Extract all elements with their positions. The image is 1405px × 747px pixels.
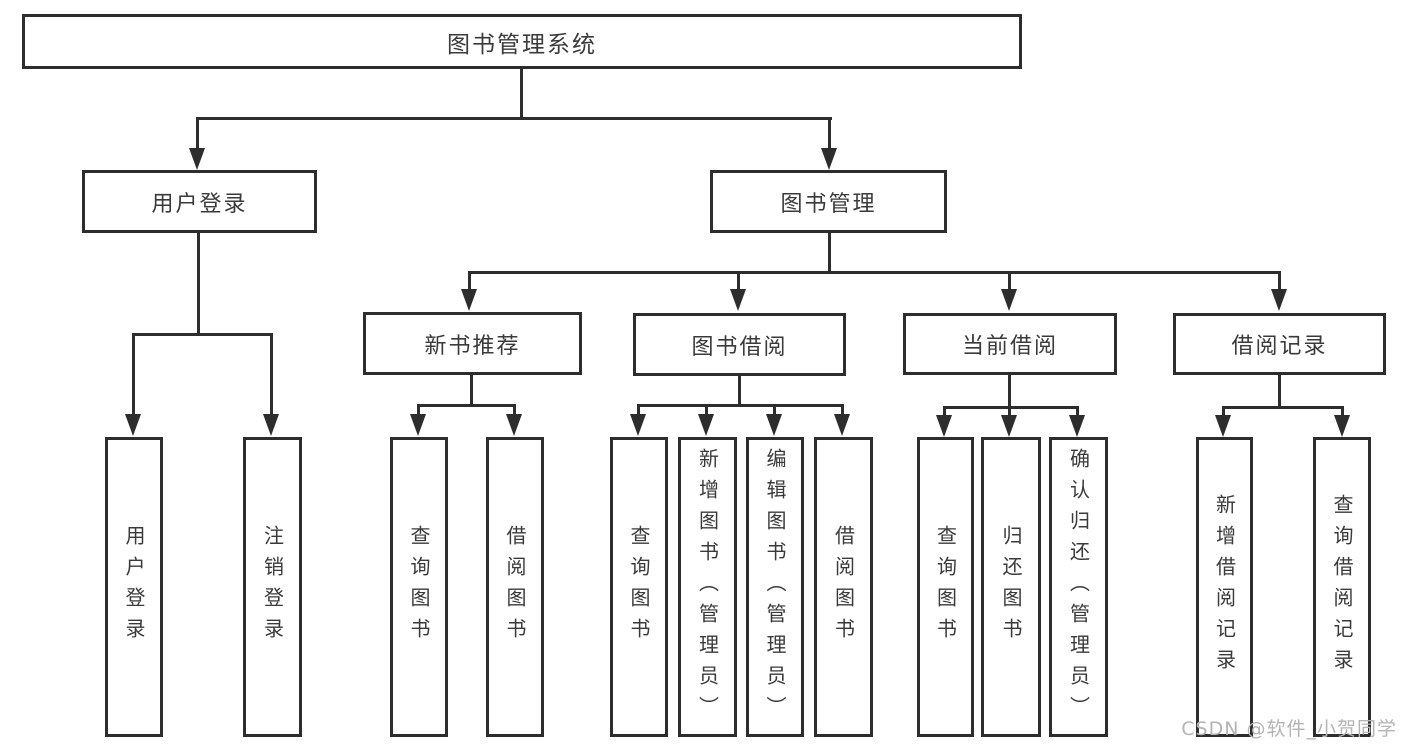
connector-to-user-login xyxy=(196,117,199,152)
connector-root-branch xyxy=(196,117,832,120)
leaf-label: 注销登录 xyxy=(260,525,285,649)
connector-new-book-rec-branch xyxy=(417,404,516,407)
node-root: 图书管理系统 xyxy=(22,14,1022,69)
node-leaf-query-book-1: 查询图书 xyxy=(390,437,448,737)
connector-new-book-rec-stem xyxy=(470,375,473,407)
connector-borrow-record-stem xyxy=(1278,375,1281,409)
csdn-watermark: CSDN @软件_小贺同学 xyxy=(1181,718,1397,740)
node-leaf-query-book-3: 查询图书 xyxy=(917,437,974,737)
arrow-down-icon xyxy=(410,414,426,436)
connector-book-mgmt-stem xyxy=(828,233,831,274)
leaf-label: 借阅图书 xyxy=(503,525,527,649)
leaf-label: 编辑图书（管理员） xyxy=(763,447,787,727)
node-leaf-borrow-book-2: 借阅图书 xyxy=(814,437,873,737)
connector-current-borrow-branch xyxy=(943,406,1079,409)
arrow-down-icon xyxy=(506,414,522,436)
connector-leaf xyxy=(773,404,776,418)
leaf-label: 查询借阅记录 xyxy=(1330,494,1354,680)
connector-to-new-book-rec xyxy=(468,271,471,291)
node-borrow-record-label: 借阅记录 xyxy=(1231,334,1328,359)
connector-user-login-branch xyxy=(132,333,273,336)
node-user-login: 用户登录 xyxy=(82,170,317,233)
arrow-down-icon xyxy=(766,414,782,436)
connector-leaf xyxy=(1341,406,1344,418)
connector-leaf xyxy=(943,406,946,418)
arrow-down-icon xyxy=(1271,289,1287,311)
node-book-mgmt-label: 图书管理 xyxy=(780,191,877,217)
arrow-down-icon xyxy=(730,289,746,311)
connector-leaf xyxy=(705,404,708,418)
arrow-down-icon xyxy=(630,414,646,436)
node-book-mgmt: 图书管理 xyxy=(710,170,947,233)
node-leaf-confirm-return: 确认归还（管理员） xyxy=(1049,437,1108,737)
arrow-down-icon xyxy=(263,414,279,436)
connector-leaf xyxy=(1222,406,1225,418)
arrow-down-icon xyxy=(125,414,141,436)
leaf-label: 借阅图书 xyxy=(831,525,856,649)
node-leaf-add-record: 新增借阅记录 xyxy=(1196,437,1253,737)
connector-leaf xyxy=(637,404,640,418)
node-book-borrow-label: 图书借阅 xyxy=(691,334,788,360)
connector-borrow-record-branch xyxy=(1222,406,1344,409)
leaf-label: 查询图书 xyxy=(933,525,958,649)
leaf-label: 确认归还（管理员） xyxy=(1066,447,1091,727)
connector-to-leaf-logout xyxy=(270,333,273,415)
connector-leaf xyxy=(1076,406,1079,418)
node-leaf-user-login: 用户登录 xyxy=(105,437,163,737)
connector-to-borrow-record xyxy=(1278,271,1281,291)
arrow-down-icon xyxy=(461,289,477,311)
arrow-down-icon xyxy=(1069,415,1085,437)
node-borrow-record: 借阅记录 xyxy=(1173,313,1386,375)
node-new-book-rec-label: 新书推荐 xyxy=(424,333,521,359)
arrow-down-icon xyxy=(1001,289,1017,311)
connector-leaf xyxy=(513,404,516,418)
node-user-login-label: 用户登录 xyxy=(151,191,248,217)
connector-leaf xyxy=(417,404,420,418)
connector-book-borrow-stem xyxy=(738,376,741,407)
leaf-label: 用户登录 xyxy=(122,525,146,649)
leaf-label: 归还图书 xyxy=(999,525,1023,649)
node-leaf-query-record: 查询借阅记录 xyxy=(1313,437,1371,737)
node-current-borrow-label: 当前借阅 xyxy=(961,334,1058,359)
node-new-book-rec: 新书推荐 xyxy=(363,312,582,375)
node-leaf-logout: 注销登录 xyxy=(243,437,302,737)
connector-user-login-stem xyxy=(197,233,200,336)
leaf-label: 查询图书 xyxy=(407,525,431,649)
connector-book-borrow-branch xyxy=(637,404,844,407)
leaf-label: 新增图书（管理员） xyxy=(695,447,720,727)
leaf-label: 查询图书 xyxy=(627,525,651,649)
node-root-label: 图书管理系统 xyxy=(447,31,597,58)
connector-current-borrow-stem xyxy=(1008,375,1011,408)
arrow-down-icon xyxy=(698,414,714,436)
arrow-down-icon xyxy=(821,148,837,170)
connector-to-current-borrow xyxy=(1008,271,1011,291)
arrow-down-icon xyxy=(1215,415,1231,437)
connector-root-stem xyxy=(520,68,523,118)
connector-to-book-mgmt xyxy=(828,117,831,152)
node-leaf-return-book: 归还图书 xyxy=(981,437,1041,737)
connector-to-book-borrow xyxy=(737,271,740,291)
connector-leaf xyxy=(841,404,844,418)
node-leaf-add-book: 新增图书（管理员） xyxy=(678,437,737,737)
node-book-borrow: 图书借阅 xyxy=(633,313,846,376)
node-current-borrow: 当前借阅 xyxy=(903,313,1117,375)
connector-to-leaf-user-login xyxy=(132,333,135,415)
connector-leaf xyxy=(1008,406,1011,418)
arrow-down-icon xyxy=(189,148,205,170)
arrow-down-icon xyxy=(834,414,850,436)
arrow-down-icon xyxy=(936,415,952,437)
node-leaf-borrow-book-1: 借阅图书 xyxy=(486,437,544,737)
node-leaf-query-book-2: 查询图书 xyxy=(610,437,668,737)
arrow-down-icon xyxy=(1001,415,1017,437)
node-leaf-edit-book: 编辑图书（管理员） xyxy=(746,437,804,737)
leaf-label: 新增借阅记录 xyxy=(1212,494,1237,680)
arrow-down-icon xyxy=(1334,415,1350,437)
connector-book-mgmt-branch xyxy=(468,271,1281,274)
